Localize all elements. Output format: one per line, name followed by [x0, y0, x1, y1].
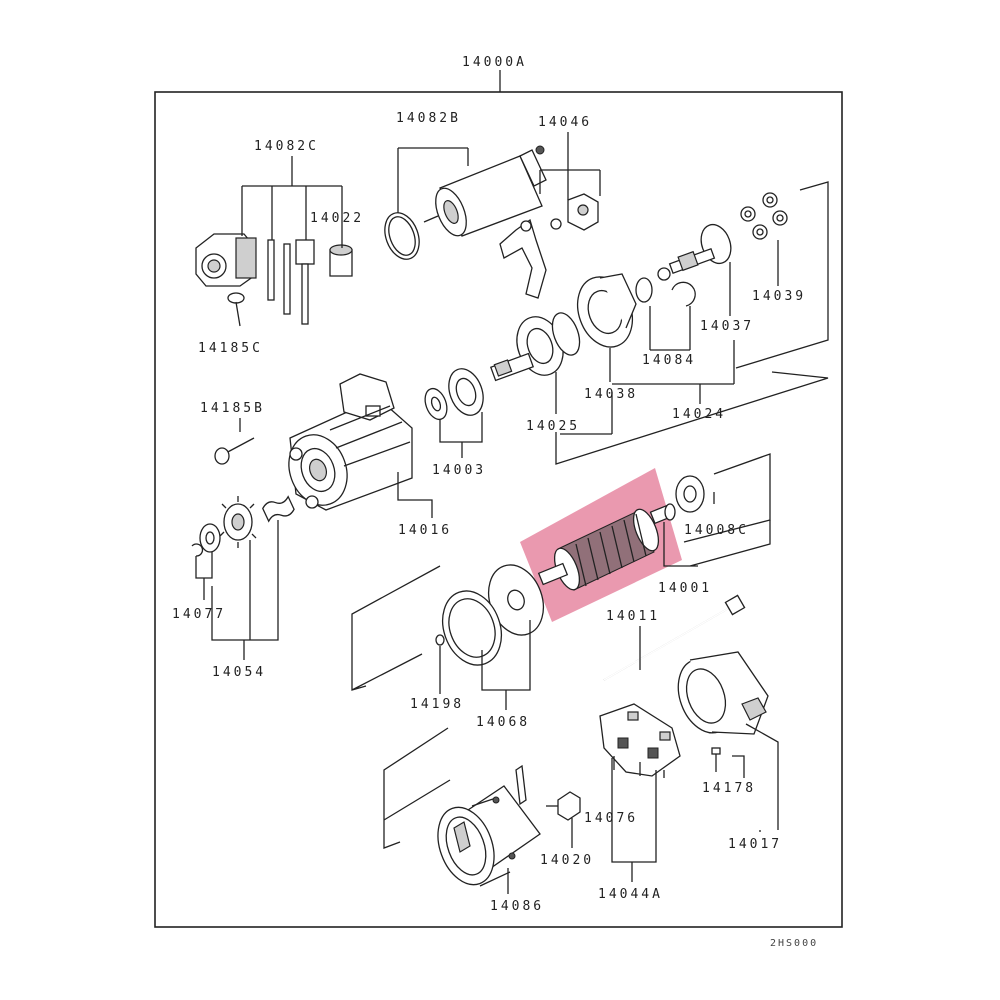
part-14037-pinion-shaft[interactable]	[657, 220, 736, 281]
callout-14082B[interactable]: 14082B	[396, 111, 461, 126]
part-14082C-harness[interactable]	[195, 233, 353, 325]
callout-14025[interactable]: 14025	[526, 419, 580, 434]
callout-14011[interactable]: 14011	[606, 609, 660, 624]
part-14077-snap-ring[interactable]	[191, 543, 204, 557]
callout-14185C[interactable]: 14185C	[198, 341, 263, 356]
part-14003-bearings[interactable]	[421, 364, 489, 422]
part-14011-through-bolt[interactable]	[603, 594, 746, 681]
callout-14038[interactable]: 14038	[584, 387, 638, 402]
part-14025-planetary-shaft[interactable]	[489, 309, 585, 382]
part-14185C-screw[interactable]	[227, 292, 245, 327]
callout-14185B[interactable]: 14185B	[200, 401, 265, 416]
callout-14001[interactable]: 14001	[658, 581, 712, 596]
part-14016-front-housing[interactable]	[279, 373, 413, 513]
callout-14068[interactable]: 14068	[476, 715, 530, 730]
part-14068-yoke-seal[interactable]	[433, 557, 553, 673]
part-14017-rear-cover[interactable]	[669, 651, 769, 740]
part-14046-shift-lever[interactable]	[499, 193, 599, 299]
part-14084-clips[interactable]	[635, 277, 696, 307]
callout-14000A[interactable]: 14000A	[462, 55, 527, 70]
callout-14044A[interactable]: 14044A	[598, 887, 663, 902]
part-14082B-retaining-ring[interactable]	[379, 208, 425, 264]
diagram-code: 2HS000	[770, 938, 818, 949]
part-14020-brush-spring[interactable]	[546, 791, 581, 821]
callout-14178[interactable]: 14178	[702, 781, 756, 796]
part-14076-brush-holder[interactable]	[599, 703, 681, 778]
part-14086-yoke[interactable]	[428, 764, 541, 892]
callout-14046[interactable]: 14046	[538, 115, 592, 130]
part-14185B-bolt[interactable]	[214, 437, 255, 465]
part-14008C-bearing[interactable]	[664, 475, 705, 521]
callout-14076[interactable]: 14076	[584, 811, 638, 826]
part-14001-armature[interactable]	[537, 503, 675, 593]
callout-14082C[interactable]: 14082C	[254, 139, 319, 154]
callout-14008C[interactable]: 14008C	[684, 523, 749, 538]
part-14038-gear-housing[interactable]	[568, 269, 641, 354]
callout-14003[interactable]: 14003	[432, 463, 486, 478]
callout-14017[interactable]: 14017	[728, 837, 782, 852]
callout-14086[interactable]: 14086	[490, 899, 544, 914]
callout-14039[interactable]: 14039	[752, 289, 806, 304]
part-14054-pinion-gear[interactable]	[199, 494, 295, 553]
part-14178-screw[interactable]	[711, 747, 721, 772]
callout-14037[interactable]: 14037	[700, 319, 754, 334]
callout-14022[interactable]: 14022	[310, 211, 364, 226]
part-14082B-solenoid[interactable]	[423, 145, 547, 240]
callout-14054[interactable]: 14054	[212, 665, 266, 680]
callout-14077[interactable]: 14077	[172, 607, 226, 622]
part-14039-rollers[interactable]	[740, 192, 788, 240]
callout-14020[interactable]: 14020	[540, 853, 594, 868]
callout-14198[interactable]: 14198	[410, 697, 464, 712]
part-14198-ball[interactable]	[435, 634, 445, 646]
callout-14016[interactable]: 14016	[398, 523, 452, 538]
callout-14084[interactable]: 14084	[642, 353, 696, 368]
assembly-frame	[154, 91, 843, 928]
callout-14024[interactable]: 14024	[672, 407, 726, 422]
